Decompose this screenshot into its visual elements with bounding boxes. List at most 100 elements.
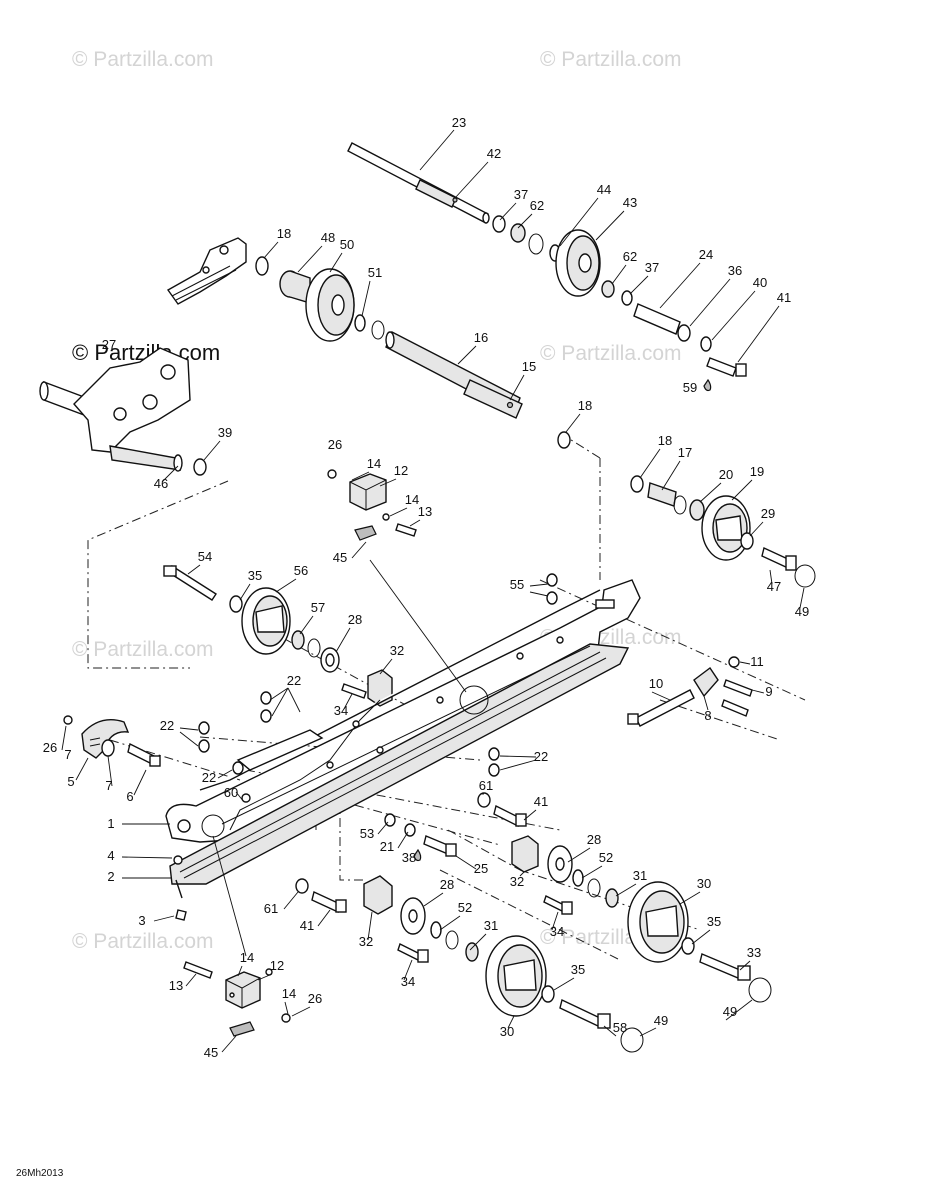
callout-number: 40 bbox=[753, 275, 767, 290]
callout-number: 30 bbox=[500, 1024, 514, 1039]
upper-right-wheel-group bbox=[492, 215, 747, 392]
callout-number: 46 bbox=[154, 476, 168, 491]
callout-number: 31 bbox=[633, 868, 647, 883]
callout-number: 37 bbox=[645, 260, 659, 275]
callout-number: 49 bbox=[654, 1013, 668, 1028]
callout-number: 28 bbox=[440, 877, 454, 892]
callout-number: 15 bbox=[522, 359, 536, 374]
callout-number: 9 bbox=[765, 684, 772, 699]
callout-number: 20 bbox=[719, 467, 733, 482]
callout-number: 30 bbox=[697, 876, 711, 891]
watermark-text: © Partzilla.com bbox=[72, 638, 214, 661]
callout-number: 38 bbox=[402, 850, 416, 865]
callout-number: 22 bbox=[160, 718, 174, 733]
callout-number: 13 bbox=[169, 978, 183, 993]
slide-rail bbox=[165, 579, 641, 921]
callout-number: 36 bbox=[728, 263, 742, 278]
callout-number: 34 bbox=[334, 703, 348, 718]
callout-number: 60 bbox=[224, 785, 238, 800]
callout-number: 11 bbox=[750, 654, 764, 669]
callout-number: 50 bbox=[340, 237, 354, 252]
idler-wheel-30-upper bbox=[511, 835, 772, 1003]
callout-number: 14 bbox=[367, 456, 381, 471]
callout-number: 14 bbox=[282, 986, 296, 1001]
callout-number: 28 bbox=[587, 832, 601, 847]
callout-number: 7 bbox=[105, 778, 112, 793]
rear-arm-27 bbox=[39, 347, 207, 476]
leader-lines bbox=[61, 129, 805, 1053]
callout-number: 53 bbox=[360, 826, 374, 841]
callout-number: 26 bbox=[308, 991, 322, 1006]
callout-number: 37 bbox=[514, 187, 528, 202]
callout-number: 14 bbox=[240, 950, 254, 965]
callout-number: 35 bbox=[248, 568, 262, 583]
callout-number: 35 bbox=[707, 914, 721, 929]
callout-number: 32 bbox=[359, 934, 373, 949]
callout-number: 34 bbox=[550, 924, 564, 939]
callout-number: 61 bbox=[264, 901, 278, 916]
callout-number: 10 bbox=[649, 676, 663, 691]
callout-number: 2 bbox=[107, 869, 114, 884]
watermark-text: © Partzilla.com bbox=[72, 48, 214, 71]
idler-wheel-50 bbox=[305, 268, 385, 342]
callout-number: 54 bbox=[198, 549, 212, 564]
callout-number: 41 bbox=[534, 794, 548, 809]
bracket-8 bbox=[627, 656, 753, 727]
callout-number: 39 bbox=[218, 425, 232, 440]
callout-number: 41 bbox=[300, 918, 314, 933]
callout-number: 26 bbox=[328, 437, 342, 452]
callout-number: 22 bbox=[202, 770, 216, 785]
callout-number: 23 bbox=[452, 115, 466, 130]
idler-wheel-56 bbox=[163, 565, 340, 673]
callout-number: 62 bbox=[530, 198, 544, 213]
callout-number: 5 bbox=[67, 774, 74, 789]
callout-number: 33 bbox=[747, 945, 761, 960]
callout-number: 49 bbox=[795, 604, 809, 619]
callout-number: 35 bbox=[571, 962, 585, 977]
callout-number: 21 bbox=[380, 839, 394, 854]
callout-number: 18 bbox=[277, 226, 291, 241]
idler-wheel-30-lower bbox=[295, 875, 644, 1053]
callout-number: 48 bbox=[321, 230, 335, 245]
assembly-lines bbox=[87, 432, 806, 961]
callout-number: 31 bbox=[484, 918, 498, 933]
callout-number: 52 bbox=[458, 900, 472, 915]
watermark-text: © Partzilla.com bbox=[540, 48, 682, 71]
callout-number: 7 bbox=[64, 747, 71, 762]
callout-number: 14 bbox=[405, 492, 419, 507]
callout-number: 13 bbox=[418, 504, 432, 519]
callout-number: 8 bbox=[704, 708, 711, 723]
callout-number: 1 bbox=[107, 816, 114, 831]
callout-number: 51 bbox=[368, 265, 382, 280]
callout-number: 32 bbox=[390, 643, 404, 658]
callout-number: 24 bbox=[699, 247, 713, 262]
axle-16 bbox=[385, 331, 571, 449]
callout-number: 41 bbox=[777, 290, 791, 305]
callout-number: 3 bbox=[138, 913, 145, 928]
callout-number: 44 bbox=[597, 182, 611, 197]
watermark-text: © Partzilla.com bbox=[540, 342, 682, 365]
callout-number: 47 bbox=[767, 579, 781, 594]
callout-number: 34 bbox=[401, 974, 415, 989]
callout-number: 32 bbox=[510, 874, 524, 889]
callout-number: 58 bbox=[613, 1020, 627, 1035]
callout-number: 61 bbox=[479, 778, 493, 793]
callout-number: 45 bbox=[204, 1045, 218, 1060]
callout-number: 22 bbox=[287, 673, 301, 688]
callout-number: 59 bbox=[683, 380, 697, 395]
callout-number: 43 bbox=[623, 195, 637, 210]
callout-number: 12 bbox=[270, 958, 284, 973]
callout-number: 19 bbox=[750, 464, 764, 479]
axle-23 bbox=[347, 142, 490, 224]
callout-number: 18 bbox=[578, 398, 592, 413]
slider-block-upper bbox=[327, 469, 417, 541]
callout-number: 12 bbox=[394, 463, 408, 478]
drawing-code-label: 26Mh2013 bbox=[16, 1168, 64, 1179]
callout-number: 42 bbox=[487, 146, 501, 161]
front-tip-5 bbox=[63, 715, 161, 767]
callout-number: 18 bbox=[658, 433, 672, 448]
callout-number: 27 bbox=[102, 337, 116, 352]
callout-number: 6 bbox=[126, 789, 133, 804]
